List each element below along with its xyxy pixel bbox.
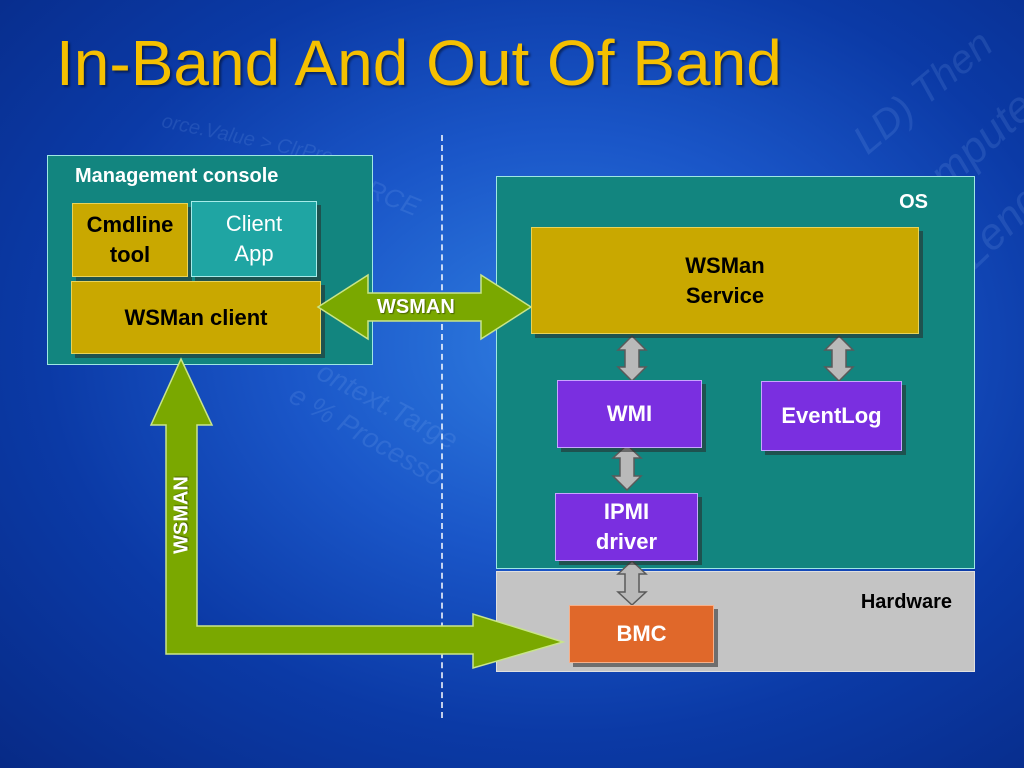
wsman-client-label: WSMan client [124,304,268,330]
os-label: OS [899,191,928,213]
eventlog-box: EventLog [761,381,902,451]
wsman-service-box: WSMan Service [531,227,919,334]
connector-wsman-eventlog [823,334,855,383]
page-title: In-Band And Out Of Band [56,27,782,99]
eventlog-label: EventLog [781,403,882,428]
bmc-label: BMC [616,621,667,646]
wsman-client-box: WSMan client [71,281,321,354]
inband-outofband-divider [441,135,443,718]
management-console-label: Management console [75,165,279,187]
connector-ipmi-bmc [616,559,648,607]
cmdline-tool-box: Cmdline tool [72,203,188,277]
outofband-l-arrow [149,357,566,669]
wsman-service-label: WSMan Service [685,252,765,308]
cmdline-tool-label: Cmdline tool [86,212,174,267]
ipmi-driver-label: IPMI driver [595,499,658,554]
connector-wmi-ipmi [611,443,643,492]
ipmi-driver-box: IPMI driver [555,493,698,561]
hardware-label: Hardware [860,591,952,613]
connector-wsman-wmi [616,334,648,383]
inband-arrow-label: WSMAN [377,296,455,318]
wmi-box: WMI [557,380,702,448]
outofband-arrow-label: WSMAN [170,476,193,554]
client-app-box: Client App [191,201,317,277]
client-app-label: Client App [225,211,283,266]
bmc-box: BMC [569,605,714,663]
wmi-label: WMI [606,401,653,426]
